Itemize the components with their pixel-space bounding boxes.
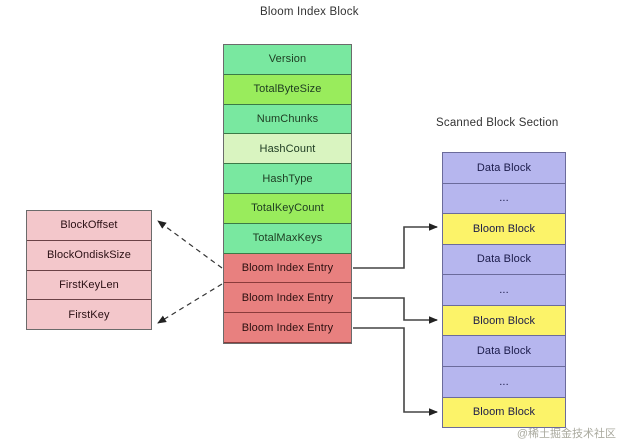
scanned-block-section-row: ... (443, 275, 565, 306)
entry-1-to-bloom-block-1-arrow (353, 223, 438, 269)
bloom-index-block-row-label: Bloom Index Entry (241, 291, 334, 304)
bloom-index-entry-detail-row-label: FirstKey (68, 308, 110, 321)
scanned-block-section-row: Bloom Block (443, 214, 565, 245)
scanned-block-section-row-label: Data Block (476, 253, 532, 266)
bloom-index-block-row-label: HashCount (259, 142, 316, 155)
scanned-block-section-row-label: Data Block (476, 161, 532, 174)
bloom-index-block-row-label: Version (268, 53, 307, 66)
scanned-block-section-row: Bloom Block (443, 305, 565, 337)
bloom-index-block-row-label: TotalByteSize (253, 83, 322, 96)
scanned-block-section-row-label: Data Block (476, 345, 532, 358)
bloom-index-entry-detail-row-label: BlockOffset (60, 219, 118, 232)
scanned-block-section-row: Data Block (443, 336, 565, 367)
entry-2-to-bloom-block-2-arrow (353, 297, 438, 324)
scanned-block-section-row-label: ... (499, 192, 509, 205)
scanned-block-section-row: ... (443, 183, 565, 215)
entry-detail-callout-lines (157, 220, 223, 324)
bloom-index-block-row: NumChunks (224, 104, 351, 135)
scanned-block-section-row: Data Block (443, 244, 565, 276)
scanned-block-section-title: Scanned Block Section (436, 117, 559, 129)
bloom-index-entry-detail-row: BlockOffset (27, 211, 151, 241)
entry-3-to-bloom-block-3-arrow (353, 327, 438, 416)
bloom-index-entry-detail-row: FirstKeyLen (27, 270, 151, 301)
bloom-index-block-row-label: TotalMaxKeys (252, 232, 323, 245)
bloom-index-block-row-label: TotalKeyCount (251, 202, 324, 215)
bloom-index-block-row: HashCount (224, 134, 351, 165)
watermark: @稀土掘金技术社区 (516, 428, 616, 440)
bloom-index-block-row: Bloom Index Entry (224, 253, 351, 284)
bloom-index-block-row: TotalKeyCount (224, 193, 351, 224)
bloom-index-entry-detail-row: BlockOndiskSize (27, 240, 151, 271)
bloom-index-block-row-label: Bloom Index Entry (241, 261, 334, 274)
bloom-index-block-row-label: Bloom Index Entry (241, 321, 334, 334)
bloom-index-block-row: Version (224, 45, 351, 75)
scanned-block-section-row-label: ... (499, 284, 509, 297)
bloom-index-block-row: TotalMaxKeys (224, 223, 351, 254)
scanned-block-section-row: ... (443, 366, 565, 398)
bloom-index-entry-detail-row: FirstKey (27, 300, 151, 329)
scanned-block-section-row-label: Bloom Block (472, 314, 536, 327)
bloom-index-block-title: Bloom Index Block (260, 6, 359, 18)
bloom-index-block-row: HashType (224, 164, 351, 194)
bloom-index-block-row: Bloom Index Entry (224, 283, 351, 314)
scanned-block-section-row-label: ... (499, 375, 509, 388)
bloom-index-entry-detail-row-label: FirstKeyLen (59, 278, 119, 291)
scanned-block-section-row-label: Bloom Block (472, 222, 536, 235)
bloom-index-entry-detail-row-label: BlockOndiskSize (46, 249, 132, 262)
scanned-block-section-row-label: Bloom Block (472, 406, 536, 419)
bloom-index-block-row: Bloom Index Entry (224, 313, 351, 343)
bloom-index-block-row-label: NumChunks (256, 112, 319, 125)
scanned-block-section-row: Bloom Block (443, 397, 565, 428)
bloom-index-block-row: TotalByteSize (224, 74, 351, 105)
bloom-index-block-row-label: HashType (262, 172, 313, 185)
scanned-block-section-row: Data Block (443, 153, 565, 184)
